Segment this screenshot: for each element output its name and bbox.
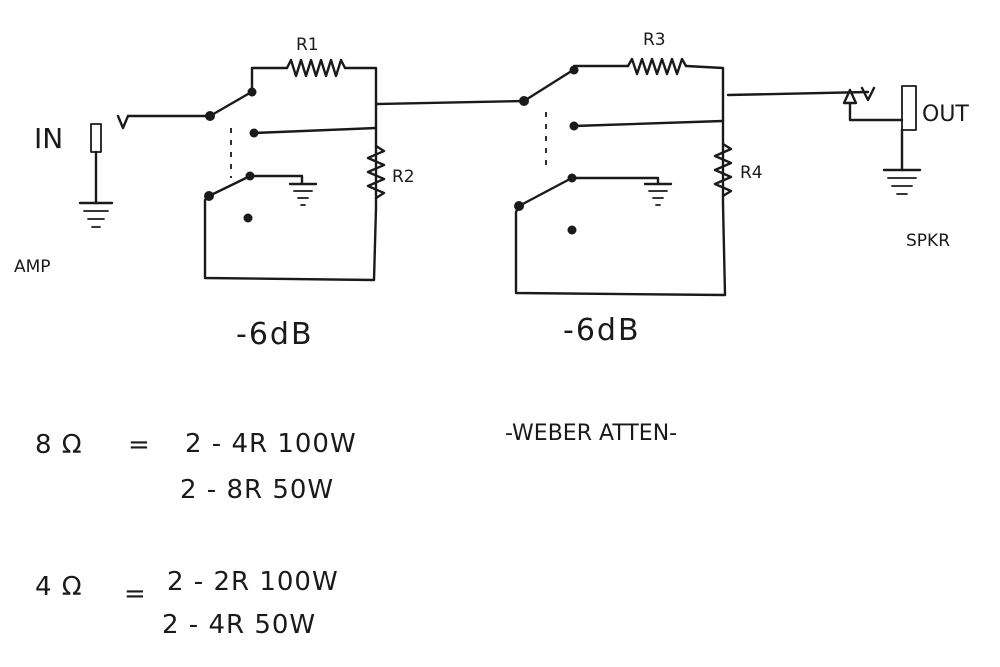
stage2-attenuation-label: -6dB xyxy=(563,313,641,348)
note-8-ohm-line-2: 2 - 8R 50W xyxy=(180,475,334,505)
note-4-ohm: 4 Ω = 2 - 2R 100W 2 - 4R 50W xyxy=(35,567,339,640)
r3-resistor xyxy=(626,57,688,76)
note-8-ohm-line-1: 2 - 4R 100W xyxy=(185,429,357,459)
stage1-ground-icon xyxy=(288,182,318,206)
r2-resistor xyxy=(366,144,386,200)
switch1a-lever xyxy=(208,92,250,118)
r4-label: R4 xyxy=(740,163,763,183)
r1-resistor xyxy=(285,58,347,78)
switch2a-lever xyxy=(522,70,572,103)
output-wire xyxy=(726,90,870,97)
note-8-ohm-impedance: 8 Ω xyxy=(35,430,83,460)
diagram-title: -WEBER ATTEN- xyxy=(505,421,677,446)
input-jack xyxy=(78,114,130,228)
interstage-wire xyxy=(374,99,526,106)
stage-1 xyxy=(203,58,526,282)
output-label: OUT xyxy=(922,102,969,127)
note-4-ohm-equals: = xyxy=(124,579,147,609)
r3-label: R3 xyxy=(643,30,666,50)
note-4-ohm-line-1: 2 - 2R 100W xyxy=(167,567,339,597)
input-jack-body xyxy=(90,123,102,153)
output-tip-icon xyxy=(860,86,876,102)
r4-resistor xyxy=(713,142,733,198)
output-jack xyxy=(842,85,922,195)
stage1-attenuation-label: -6dB xyxy=(236,317,314,352)
stage-2 xyxy=(514,57,733,297)
note-4-ohm-impedance: 4 Ω xyxy=(35,572,83,602)
input-label: IN xyxy=(34,122,63,155)
r1-label: R1 xyxy=(296,35,319,55)
amp-ground-icon xyxy=(78,201,114,228)
note-4-ohm-line-2: 2 - 4R 50W xyxy=(162,610,316,640)
spkr-ground-icon xyxy=(882,168,922,195)
amp-label: AMP xyxy=(14,257,51,277)
stage2-ground-icon xyxy=(643,182,673,206)
spkr-label: SPKR xyxy=(906,231,950,251)
input-tip-icon xyxy=(116,114,130,130)
r2-label: R2 xyxy=(392,167,415,187)
note-8-ohm: 8 Ω = 2 - 4R 100W 2 - 8R 50W xyxy=(35,429,357,505)
output-jack-body xyxy=(901,85,917,131)
note-8-ohm-equals: = xyxy=(128,430,151,460)
